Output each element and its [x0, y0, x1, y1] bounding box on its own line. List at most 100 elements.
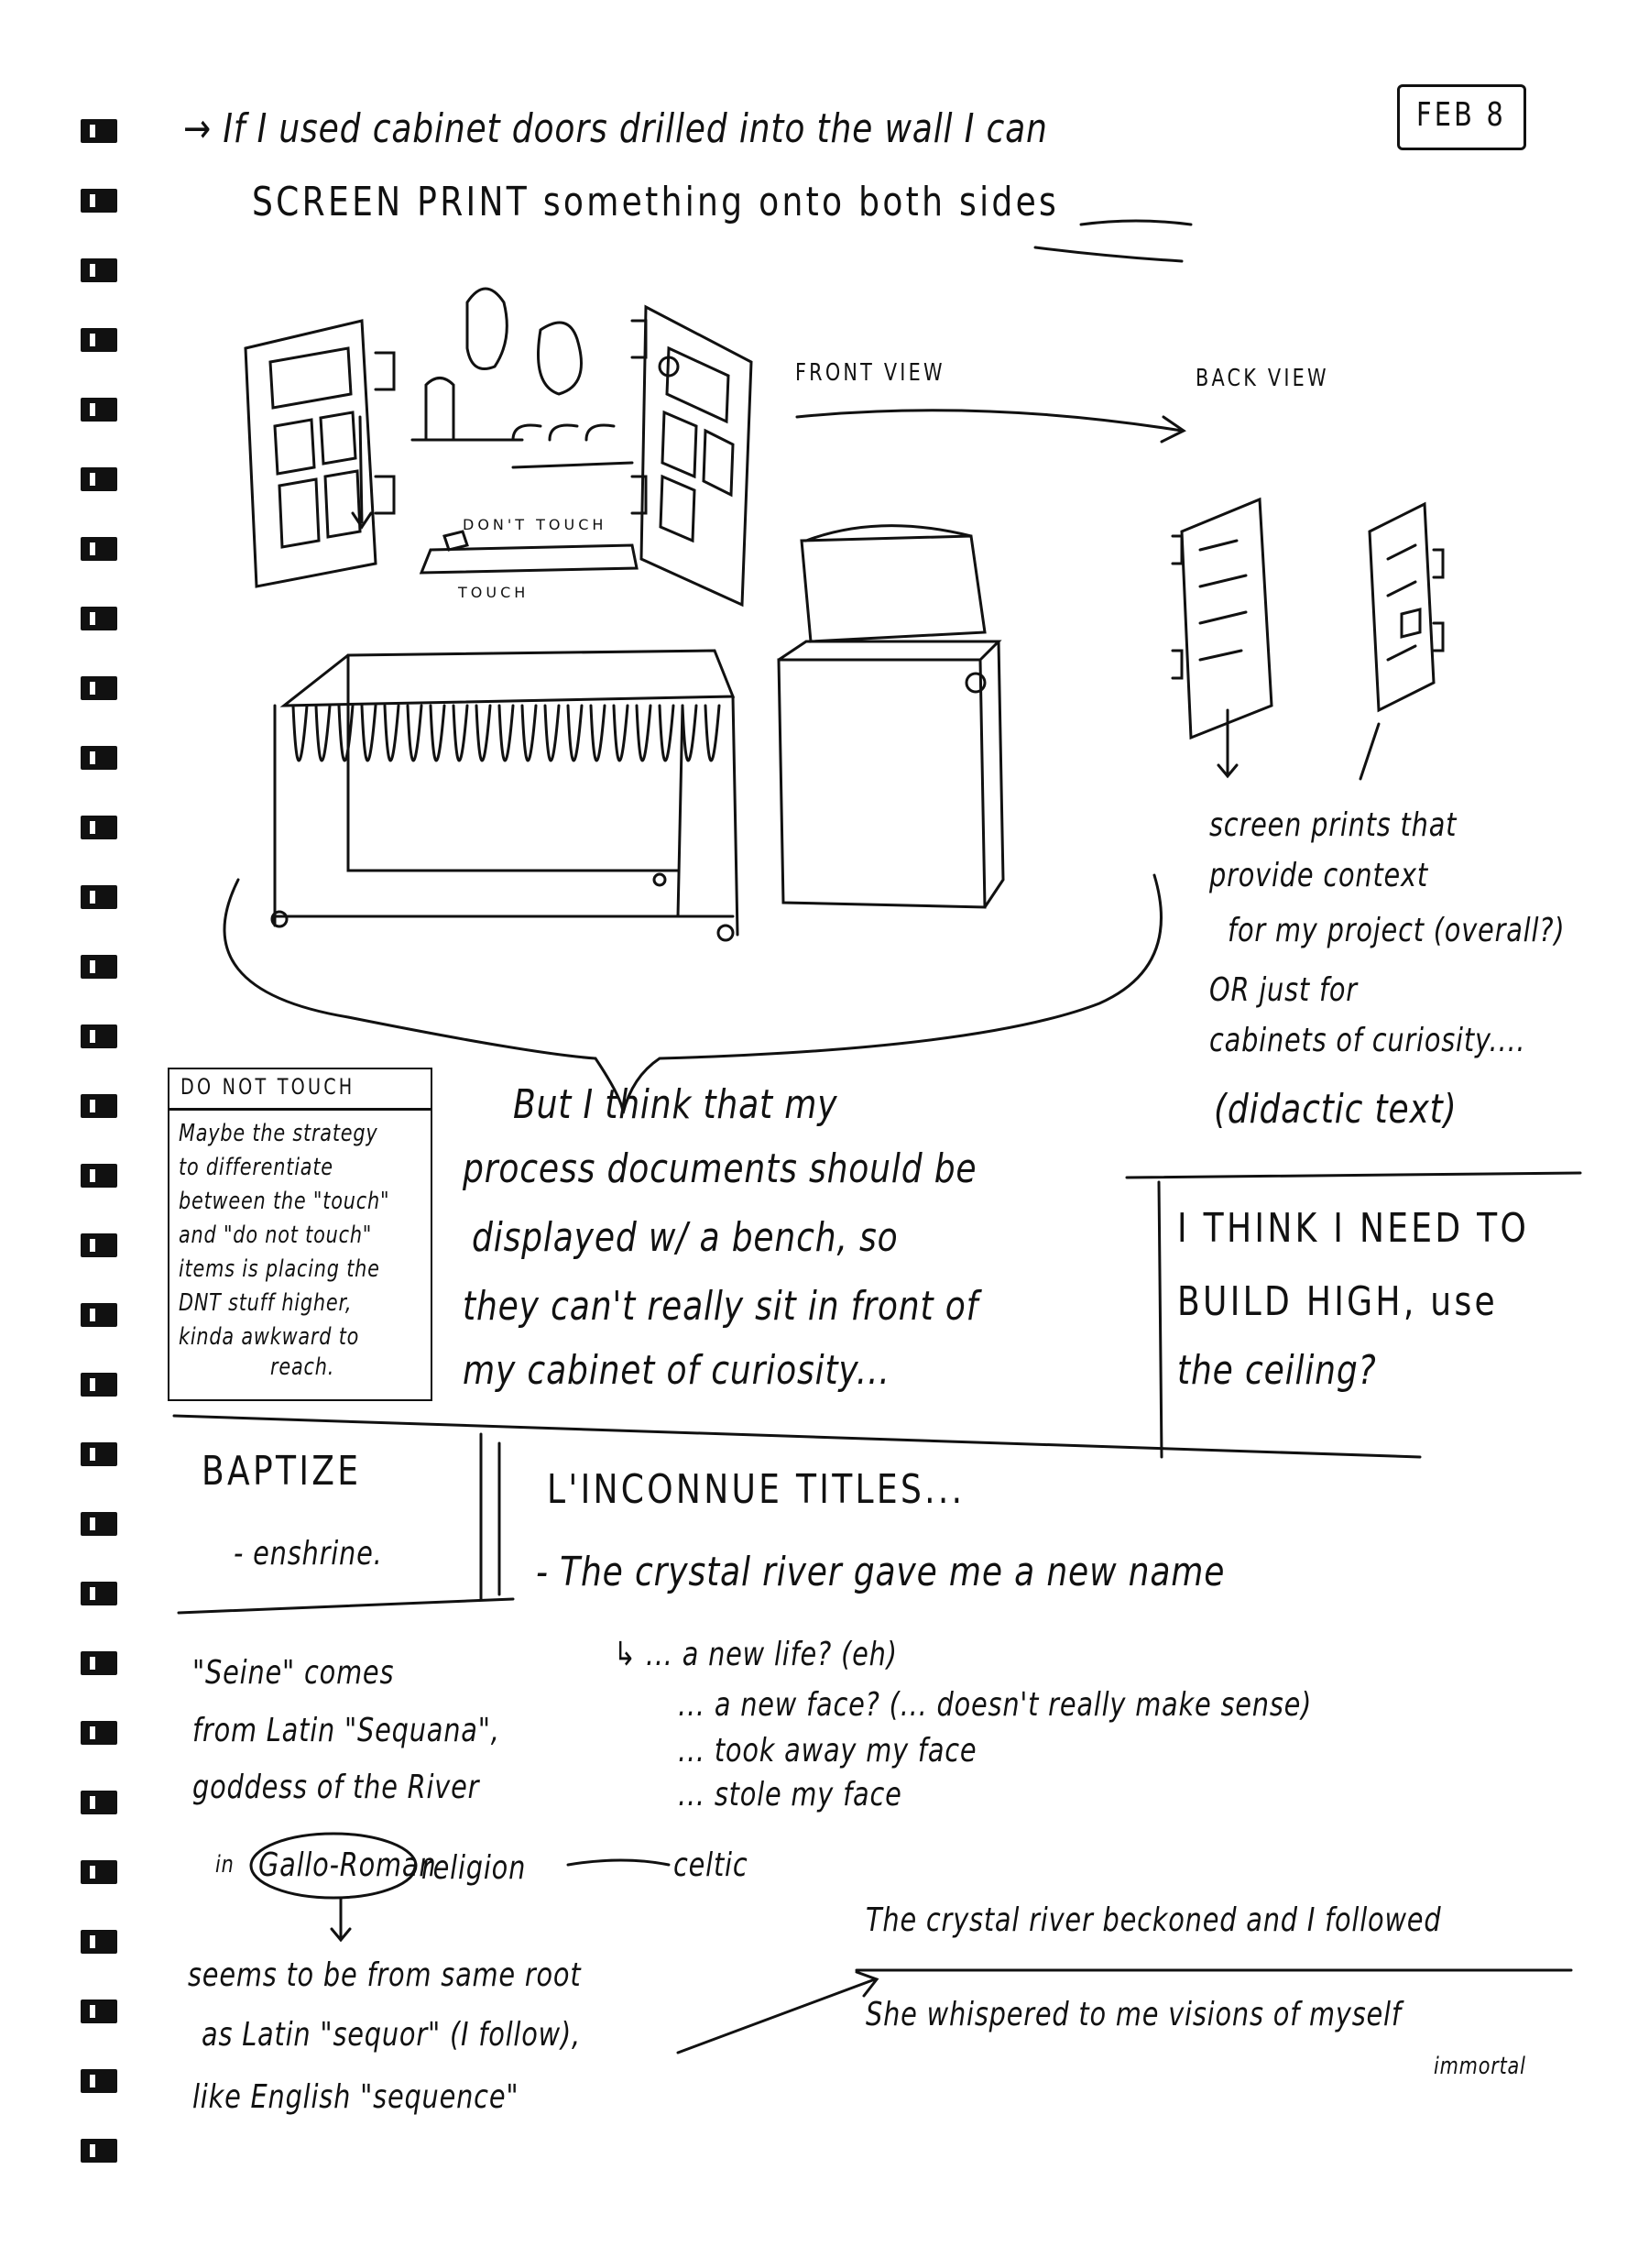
note-line: displayed w/ a bench, so [472, 1214, 899, 1261]
seine-line: "Seine" comes [192, 1654, 395, 1692]
arrow-to-poem [676, 1970, 879, 2054]
titles-main: - The crystal river gave me a new name [536, 1549, 1226, 1595]
spiral-ring [81, 1094, 117, 1118]
note-line: OR just for [1209, 971, 1358, 1009]
seine-line: from Latin "Sequana", [192, 1712, 500, 1749]
spiral-ring [81, 1860, 117, 1884]
spiral-ring [81, 1582, 117, 1605]
date-box: FEB 8 [1397, 84, 1526, 150]
divider-horizontal-top [172, 1414, 1422, 1459]
note-line: process documents should be [463, 1145, 977, 1192]
box-line: items is placing the [179, 1255, 380, 1283]
front-view-label: FRONT VIEW [795, 359, 945, 387]
spiral-ring [81, 1721, 117, 1745]
header-line-2: SCREEN PRINT something onto both sides [252, 179, 1060, 225]
box-line: reach. [270, 1353, 335, 1381]
poem-line-1: The crystal river beckoned and I followe… [866, 1901, 1442, 1939]
box-line: and "do not touch" [179, 1222, 373, 1249]
cabinet-door-left [244, 319, 396, 588]
spiral-ring [81, 746, 117, 770]
back-view-label: BACK VIEW [1196, 365, 1329, 392]
seine-religion: religion [421, 1849, 527, 1887]
dont-touch-label: DON'T TOUCH [463, 516, 607, 533]
note-line: my cabinet of curiosity... [463, 1347, 890, 1394]
poem-line-3: immortal [1434, 2053, 1526, 2080]
seine-celtic: celtic [673, 1846, 748, 1884]
spiral-ring [81, 1930, 117, 1954]
curiosity-shelf-objects [410, 287, 639, 575]
touch-label: TOUCH [458, 584, 530, 601]
spiral-ring [81, 1303, 117, 1327]
spiral-ring [81, 885, 117, 909]
title-option: ... took away my face [678, 1732, 977, 1769]
divider-build-high [1125, 1171, 1582, 1459]
spiral-ring [81, 537, 117, 561]
seine-gallo-roman: Gallo-Roman [258, 1846, 437, 1884]
spiral-ring [81, 1791, 117, 1814]
spiral-ring [81, 1512, 117, 1536]
box-line: DNT stuff higher, [179, 1289, 353, 1317]
baptize-item: - enshrine. [234, 1535, 383, 1572]
title-option: ... a new face? (... doesn't really make… [678, 1686, 1313, 1724]
spiral-ring [81, 328, 117, 352]
spiral-ring [81, 1651, 117, 1675]
divider-vertical [479, 1432, 501, 1601]
spiral-ring [81, 816, 117, 839]
note-line: I THINK I NEED TO [1177, 1205, 1530, 1252]
spiral-ring [81, 607, 117, 630]
title-option: ... stole my face [678, 1776, 902, 1813]
root-line: like English "sequence" [192, 2078, 519, 2116]
line-to-celtic [566, 1858, 671, 1867]
box-line: to differentiate [179, 1154, 333, 1181]
header-line-1: → If I used cabinet doors drilled into t… [183, 105, 1048, 152]
spiral-ring [81, 2069, 117, 2093]
root-line: seems to be from same root [188, 1956, 582, 1994]
baptize-title: BAPTIZE [202, 1448, 362, 1495]
box-line: kinda awkward to [179, 1323, 360, 1351]
poem-line-2: She whispered to me visions of myself [866, 1996, 1402, 2033]
spiral-ring [81, 189, 117, 213]
spiral-ring [81, 1442, 117, 1466]
box-title: DO NOT TOUCH [180, 1074, 355, 1100]
note-line: cabinets of curiosity.... [1209, 1022, 1526, 1059]
spiral-ring [81, 1373, 117, 1397]
note-line: for my project (overall?) [1228, 912, 1566, 949]
seine-line: goddess of the River [192, 1769, 480, 1806]
spiral-ring [81, 119, 117, 143]
box-line: between the "touch" [179, 1188, 390, 1215]
spiral-ring [81, 2000, 117, 2023]
speech-bubble-curve [223, 873, 1163, 1114]
spiral-ring [81, 1164, 117, 1188]
note-line: But I think that my [513, 1081, 838, 1128]
underline-both-sides [1033, 219, 1193, 263]
spiral-ring [81, 398, 117, 422]
note-line: BUILD HIGH, use [1177, 1278, 1499, 1325]
title-option: ↳ ... a new life? (eh) [614, 1636, 898, 1673]
back-view-panels [1171, 497, 1445, 781]
date-label: FEB 8 [1416, 96, 1506, 134]
note-line: screen prints that [1209, 806, 1458, 844]
display-case-sketch [777, 524, 1005, 909]
spiral-ring [81, 258, 117, 282]
seine-in: in [215, 1851, 235, 1879]
arrow-front-to-back [795, 409, 1186, 444]
gallo-roman-circle [249, 1832, 418, 1900]
spiral-ring [81, 2139, 117, 2163]
titles-heading: L'INCONNUE TITLES... [547, 1466, 966, 1513]
spiral-ring [81, 1024, 117, 1048]
note-line: the ceiling? [1177, 1347, 1377, 1394]
box-line: Maybe the strategy [179, 1120, 378, 1147]
spiral-ring [81, 955, 117, 979]
divider-horizontal-mid [177, 1597, 515, 1615]
arrow-down-root [330, 1897, 352, 1943]
note-line: provide context [1209, 857, 1428, 894]
spiral-ring [81, 1233, 117, 1257]
note-line: (didactic text) [1214, 1086, 1458, 1133]
root-line: as Latin "sequor" (I follow), [202, 2016, 581, 2054]
bench-sketch [270, 649, 739, 942]
note-line: they can't really sit in front of [463, 1283, 979, 1330]
spiral-ring [81, 467, 117, 491]
do-not-touch-box: DO NOT TOUCH Maybe the strategy to diffe… [168, 1068, 432, 1401]
spiral-ring [81, 676, 117, 700]
